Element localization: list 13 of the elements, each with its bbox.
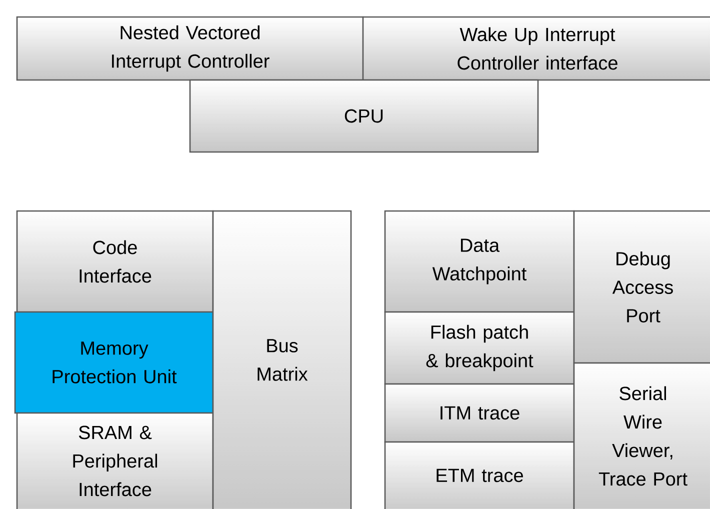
controller-box: Nested Vectored Interrupt Controller (16, 16, 364, 81)
trace-box: ETM trace (384, 441, 575, 509)
bus-matrix-box: Bus Matrix (212, 210, 352, 509)
controller-box: Wake Up Interrupt Controller interface (362, 16, 710, 81)
interface-box: SRAM & Peripheral Interface (16, 412, 214, 509)
interface-box: Code Interface (16, 210, 214, 313)
watchpoint-box: Data Watchpoint (384, 210, 575, 313)
breakpoint-box: Flash patch & breakpoint (384, 311, 575, 385)
trace-port-box: Serial Wire Viewer, Trace Port (573, 362, 710, 509)
cpu-box: CPU (189, 79, 539, 153)
protection-unit-box: Memory Protection Unit (14, 311, 214, 414)
debug-port-box: Debug Access Port (573, 210, 710, 364)
trace-box: ITM trace (384, 383, 575, 443)
